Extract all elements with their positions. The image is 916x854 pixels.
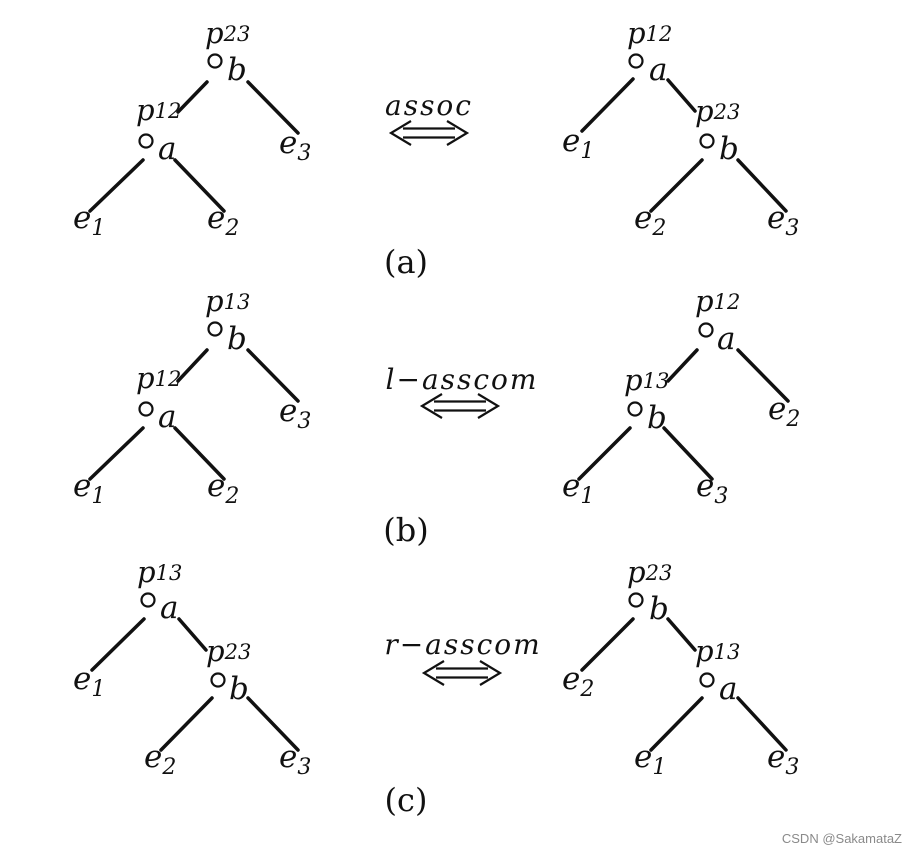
leaf-middle: e2 <box>207 200 239 241</box>
panel-b: p13 b p12 a e1 e2 e3 l−asscom p12 a p13 … <box>73 284 800 549</box>
edge-root-inner <box>176 348 209 383</box>
leaf-right: e3 <box>767 200 799 241</box>
inner-node-circle <box>210 672 226 688</box>
leaf-left: e1 <box>73 661 105 702</box>
panel-a: p23 b p12 a e1 e2 e3 assoc p12 a p23 <box>73 16 799 281</box>
root-operator: a <box>160 590 178 626</box>
watermark: CSDN @SakamataZ <box>781 831 902 846</box>
double-arrow-icon <box>388 120 470 146</box>
edge-inner-leaf-left <box>88 426 145 481</box>
edge-inner-leaf-right <box>736 158 788 213</box>
edge-inner-leaf-right <box>173 426 226 481</box>
panel-b-right-tree: p12 a p13 b e1 e3 e2 <box>562 284 800 509</box>
root-node-circle <box>698 322 714 338</box>
edge-inner-leaf-left <box>577 426 632 481</box>
root-node-circle <box>207 321 223 337</box>
root-predicate: p23 <box>627 555 672 589</box>
root-node-circle <box>140 592 156 608</box>
inner-node-circle <box>699 672 715 688</box>
edge-root-leaf <box>580 617 635 672</box>
inner-operator: b <box>229 671 249 707</box>
leaf-left: e1 <box>73 200 105 241</box>
leaf-left: e1 <box>562 123 594 164</box>
edge-inner-leaf-left <box>88 158 145 213</box>
rule-label: assoc <box>385 89 473 122</box>
panel-b-left-tree: p13 b p12 a e1 e2 e3 <box>73 284 311 509</box>
leaf-left: e1 <box>562 468 594 509</box>
leaf-middle: e2 <box>634 200 666 241</box>
panel-caption: (c) <box>385 781 428 819</box>
inner-operator: a <box>158 399 176 435</box>
double-arrow-icon <box>419 393 501 419</box>
inner-predicate: p23 <box>695 94 740 128</box>
inner-operator: b <box>647 400 667 436</box>
root-operator: a <box>717 321 735 357</box>
inner-node-circle <box>699 133 715 149</box>
edge-root-inner <box>666 348 699 383</box>
leaf-middle: e3 <box>696 468 728 509</box>
root-predicate: p12 <box>695 284 740 318</box>
edge-inner-leaf-left <box>649 158 704 213</box>
edge-root-inner <box>666 78 697 113</box>
edge-root-inner <box>666 617 697 652</box>
panel-c-left-tree: p13 a p23 b e1 e2 e3 <box>73 555 311 780</box>
inner-node-circle <box>138 401 154 417</box>
inner-operator: b <box>719 131 739 167</box>
inner-predicate: p23 <box>206 634 251 668</box>
leaf-middle: e2 <box>207 468 239 509</box>
edge-inner-leaf-right <box>173 158 226 213</box>
root-predicate: p13 <box>205 284 250 318</box>
edge-root-leaf <box>736 348 790 403</box>
leaf-middle: e1 <box>634 739 666 780</box>
leaf-right: e3 <box>279 125 311 166</box>
leaf-right: e2 <box>768 391 800 432</box>
inner-node-circle <box>138 133 154 149</box>
inner-node-circle <box>627 401 643 417</box>
root-operator: b <box>649 591 669 627</box>
leaf-middle: e2 <box>144 739 176 780</box>
double-arrow-icon <box>421 660 503 686</box>
inner-predicate: p13 <box>624 363 669 397</box>
edge-root-leaf <box>580 77 635 133</box>
leaf-right: e3 <box>279 739 311 780</box>
root-operator: a <box>649 52 667 88</box>
panel-c: p13 a p23 b e1 e2 e3 r−asscom p23 b p13 … <box>73 555 799 819</box>
edge-inner-leaf-right <box>246 696 300 752</box>
panel-c-right-tree: p23 b p13 a e2 e1 e3 <box>562 555 799 780</box>
edge-root-leaf <box>90 617 146 672</box>
inner-operator: a <box>158 131 176 167</box>
leaf-left: e1 <box>73 468 105 509</box>
root-predicate: p13 <box>137 555 182 589</box>
root-predicate: p12 <box>627 16 672 50</box>
panel-a-right-tree: p12 a p23 b e1 e2 e3 <box>562 16 799 241</box>
root-node-circle <box>207 53 223 69</box>
edge-inner-leaf-left <box>159 696 214 752</box>
inner-predicate: p13 <box>695 634 740 668</box>
root-node-circle <box>628 53 644 69</box>
rule-label: r−asscom <box>384 628 541 661</box>
inner-operator: a <box>719 671 737 707</box>
inner-predicate: p12 <box>136 361 181 395</box>
edge-inner-leaf-right <box>736 696 788 752</box>
edge-root-leaf <box>246 348 300 403</box>
edge-root-inner <box>177 617 208 652</box>
inner-predicate: p12 <box>136 93 181 127</box>
root-node-circle <box>628 592 644 608</box>
panel-caption: (b) <box>383 511 428 549</box>
edge-root-leaf <box>246 80 300 135</box>
root-predicate: p23 <box>205 16 250 50</box>
rule-label: l−asscom <box>386 363 539 396</box>
leaf-left: e2 <box>562 661 594 702</box>
panel-caption: (a) <box>384 243 428 281</box>
edge-inner-leaf-right <box>662 426 714 481</box>
edge-inner-leaf-left <box>649 696 704 752</box>
root-operator: b <box>227 321 247 357</box>
panel-a-left-tree: p23 b p12 a e1 e2 e3 <box>73 16 311 241</box>
root-operator: b <box>227 52 247 88</box>
leaf-right: e3 <box>767 739 799 780</box>
edge-root-inner <box>176 80 209 114</box>
leaf-right: e3 <box>279 393 311 434</box>
